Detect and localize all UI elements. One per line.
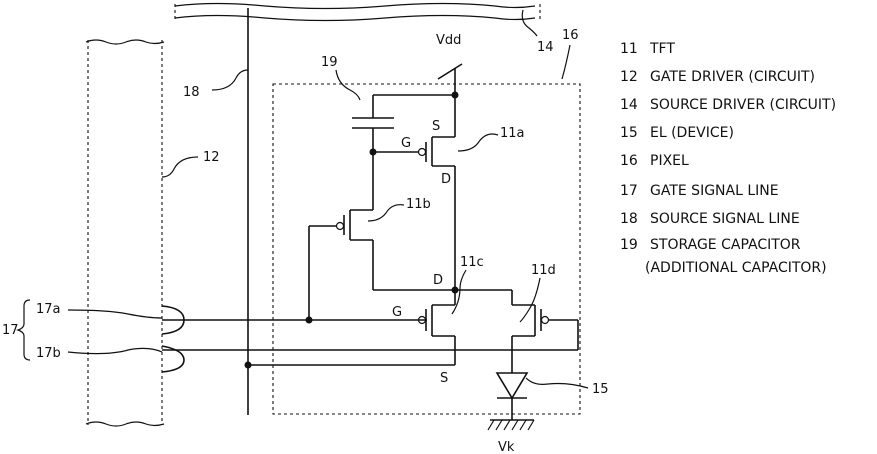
legend-num: 18 [620,211,638,227]
legend-num: 19 [620,237,638,253]
label-17a: 17a [36,302,61,317]
transistor-11c [248,290,455,365]
pin-label-d-top: D [441,172,451,187]
label-14: 14 [537,40,554,55]
leader-12 [162,157,198,177]
junction-gate-11a [370,149,377,156]
label-11d: 11d [531,263,556,278]
legend-text: STORAGE CAPACITOR [650,237,801,253]
legend-num: 15 [620,125,638,141]
transistor-11d [455,290,578,373]
label-11b: 11b [406,197,431,212]
junction-source-line [245,362,252,369]
label-17b: 17b [36,346,61,361]
legend-text: EL (DEVICE) [650,125,734,141]
label-11a: 11a [500,126,525,141]
leader-17a [68,310,162,318]
pin-label-g-top: G [401,136,411,151]
legend: 11 TFT 12 GATE DRIVER (CIRCUIT) 14 SOURC… [620,41,836,276]
legend-num: 14 [620,97,638,113]
transistor-11b [309,210,455,320]
legend-text: SOURCE SIGNAL LINE [650,211,800,227]
legend-num: 16 [620,153,638,169]
leader-15 [526,378,588,388]
label-17: 17 [2,323,19,338]
leader-14 [522,10,537,36]
vdd-terminal [438,64,462,79]
el-device [497,373,527,420]
label-16: 16 [562,28,579,43]
legend-text: GATE DRIVER (CIRCUIT) [650,69,815,85]
junction-vdd [452,92,459,99]
legend-num: 12 [620,69,638,85]
label-15: 15 [592,382,609,397]
transistor-11a [373,95,455,290]
label-19: 19 [321,55,338,70]
brace-17 [18,300,30,360]
pin-label-s-bottom: S [440,371,448,386]
pin-label-s-top: S [432,119,440,134]
junction-gate-17a [306,317,313,324]
legend-num: 17 [620,183,638,199]
legend-text: SOURCE DRIVER (CIRCUIT) [650,97,836,113]
leader-18 [212,70,248,90]
label-vdd: Vdd [436,33,461,48]
junction-drain [452,287,459,294]
legend-text: TFT [649,41,675,57]
legend-text: PIXEL [650,153,689,169]
pin-label-d-mid: D [433,273,443,288]
legend-text: GATE SIGNAL LINE [650,183,779,199]
ground-symbol [488,420,534,430]
leader-16 [562,45,570,79]
legend-num: 11 [620,41,638,57]
pin-label-g-mid: G [392,305,402,320]
label-11c: 11c [460,255,484,270]
label-12: 12 [203,150,220,165]
leader-11d [520,278,540,322]
source-driver-region [175,4,540,21]
leader-19 [336,70,360,100]
leader-17b [68,348,162,353]
gate-driver-region [86,40,164,426]
legend-text: (ADDITIONAL CAPACITOR) [645,260,827,276]
label-18: 18 [183,85,200,100]
leader-11a [458,134,498,151]
label-vk: Vk [498,440,515,454]
